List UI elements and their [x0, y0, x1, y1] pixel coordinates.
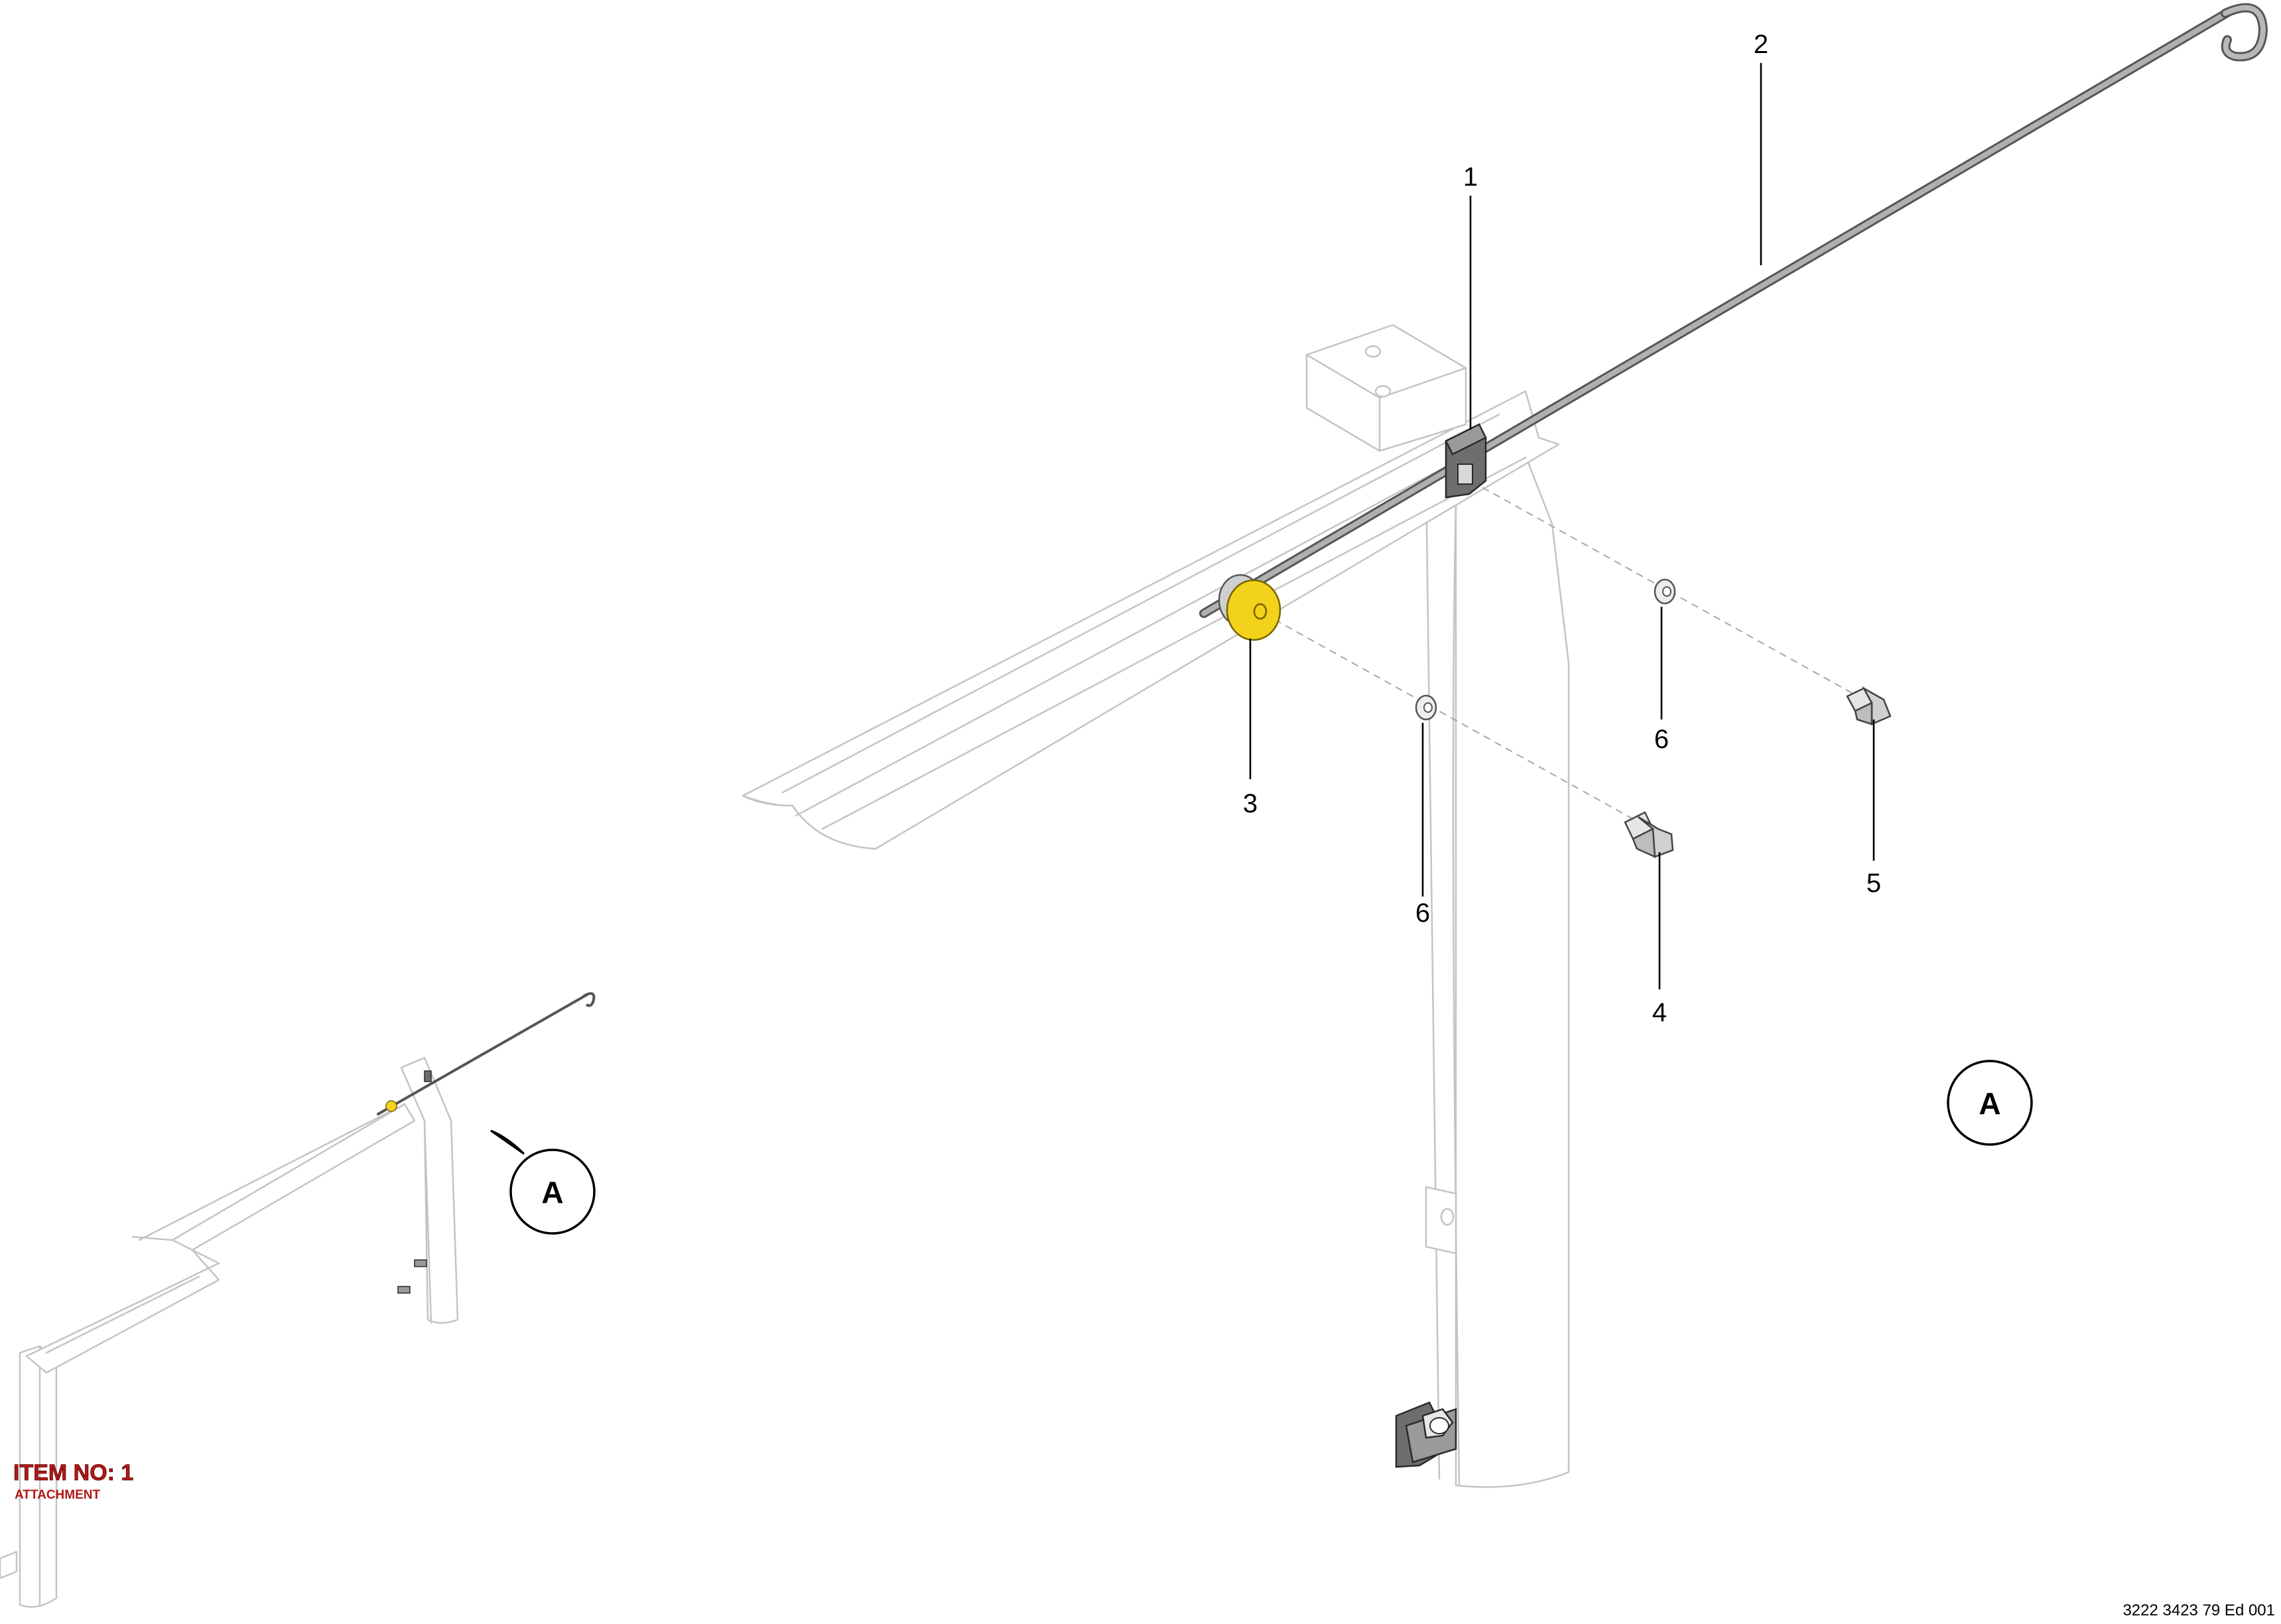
- svg-text:A: A: [1979, 1086, 2000, 1121]
- item-number-label: ITEM NO: 1: [13, 1460, 133, 1485]
- callout-2: 2: [1754, 30, 1768, 59]
- callout-5: 5: [1866, 869, 1881, 898]
- callout-1: 1: [1463, 162, 1478, 192]
- callout-6-lower: 6: [1415, 899, 1430, 928]
- callout-6-upper: 6: [1654, 725, 1669, 754]
- callout-4: 4: [1652, 998, 1667, 1027]
- detail-pointer-a: A: [490, 1129, 596, 1235]
- leader-lines: [1249, 63, 1875, 989]
- frame-structure: [742, 324, 1570, 1488]
- item-description: ATTACHMENT: [15, 1488, 100, 1502]
- hex-bolt-icon: [1624, 811, 1674, 858]
- horizontal-beam: [742, 390, 1560, 850]
- post-lower-tab: [1425, 1186, 1457, 1255]
- overview-assembly: [0, 992, 596, 1608]
- svg-text:A: A: [541, 1175, 563, 1210]
- document-reference: 3222 3423 79 Ed 001: [2122, 1601, 2275, 1619]
- roller-icon: [1218, 574, 1281, 641]
- rod-icon: [1199, 3, 2268, 618]
- callout-3: 3: [1243, 789, 1258, 818]
- bracket-icon: [1445, 423, 1487, 499]
- top-plate: [1305, 324, 1467, 452]
- vertical-post: [1425, 423, 1570, 1488]
- lower-clamp: [1395, 1401, 1457, 1468]
- washer-icon: [1415, 694, 1437, 721]
- detail-label-a: A: [1947, 1060, 2033, 1146]
- hex-bolt-icon: [1846, 686, 1892, 725]
- washer-icon: [1654, 578, 1676, 605]
